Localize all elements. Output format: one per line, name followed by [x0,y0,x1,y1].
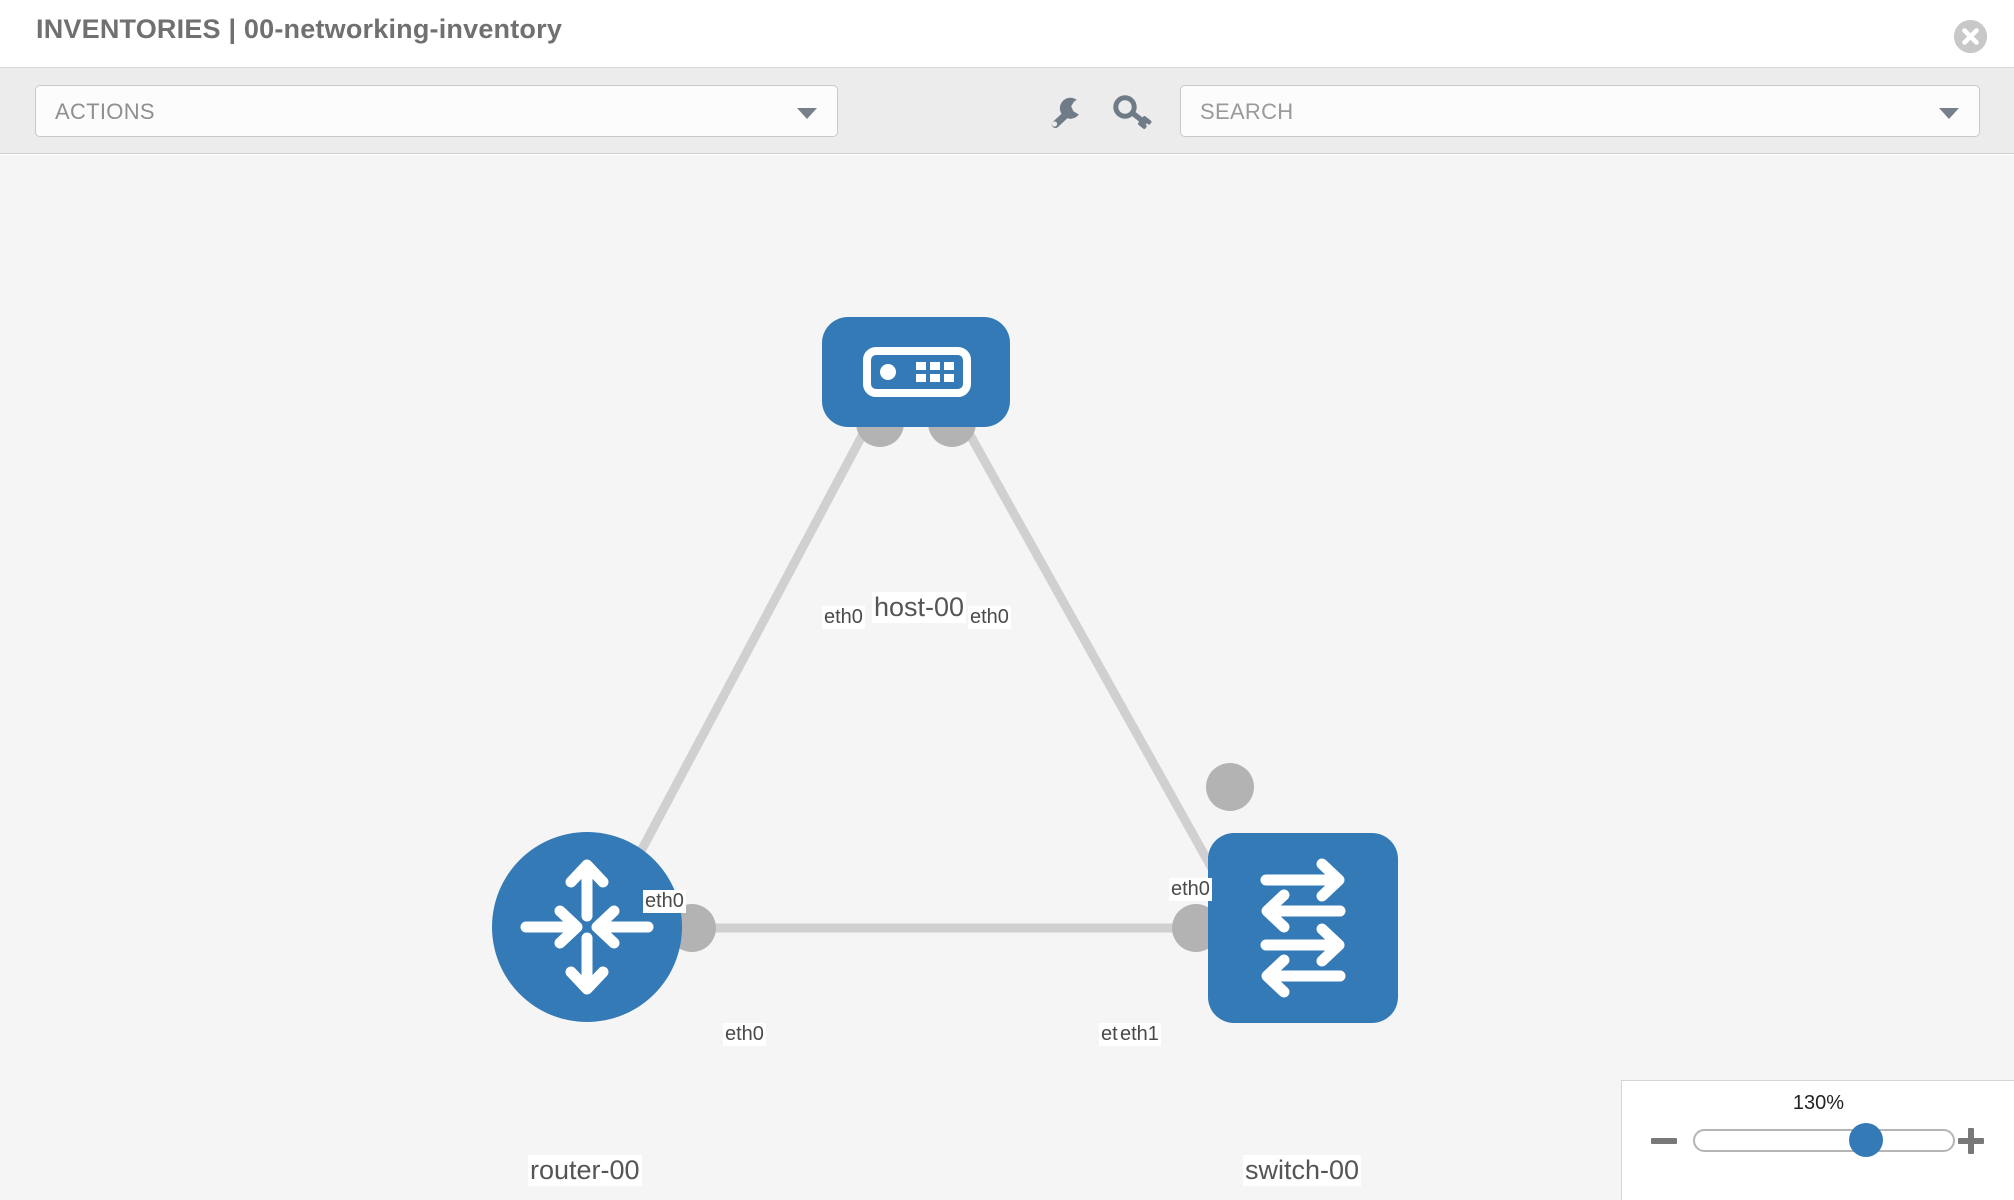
router-arrows-icon [520,859,654,995]
search-placeholder: SEARCH [1200,99,1294,124]
key-icon[interactable] [1112,92,1154,134]
topology-node-switch-00[interactable] [1208,833,1398,1023]
search-input[interactable]: SEARCH [1180,85,1980,137]
topology-canvas[interactable]: host-00 router-00 switch-00 eth0 eth0 et… [0,155,2014,1200]
chevron-down-icon [797,108,817,119]
topology-links [600,399,1254,952]
node-label-router-00: router-00 [528,1155,642,1186]
server-device-icon [863,347,971,397]
node-label-host-00: host-00 [872,592,967,623]
zoom-level-value: 130% [1792,1092,1845,1114]
port-label-host-right: eth0 [968,606,1011,629]
node-label-switch-00: switch-00 [1243,1155,1362,1186]
topology-node-host-00[interactable] [822,317,1010,427]
actions-dropdown[interactable]: ACTIONS [35,85,838,137]
close-icon[interactable] [1954,20,1987,53]
port-label-switch-left-over: eth1 [1118,1023,1161,1046]
plus-icon[interactable] [1955,1124,1989,1158]
zoom-slider-thumb[interactable] [1849,1123,1883,1157]
page-header: INVENTORIES | 00-networking-inventory [0,0,2014,68]
topology-node-router-00[interactable] [492,832,682,1022]
port-label-router-right: eth0 [723,1023,766,1046]
port-label-host-left: eth0 [822,606,865,629]
wrench-icon[interactable] [1044,92,1086,134]
port-label-router-uplink: eth0 [643,890,686,913]
switch-arrows-icon [1260,858,1346,998]
toolbar: ACTIONS SEARCH [0,68,2014,154]
chevron-down-icon[interactable] [1939,108,1959,119]
port-label-switch-uplink: eth0 [1169,878,1212,901]
zoom-control-panel: 130% [1621,1080,2014,1200]
minus-icon[interactable] [1648,1124,1682,1158]
actions-dropdown-label: ACTIONS [55,99,155,124]
page-title: INVENTORIES | 00-networking-inventory [36,14,563,44]
zoom-slider-track[interactable] [1693,1129,1955,1152]
